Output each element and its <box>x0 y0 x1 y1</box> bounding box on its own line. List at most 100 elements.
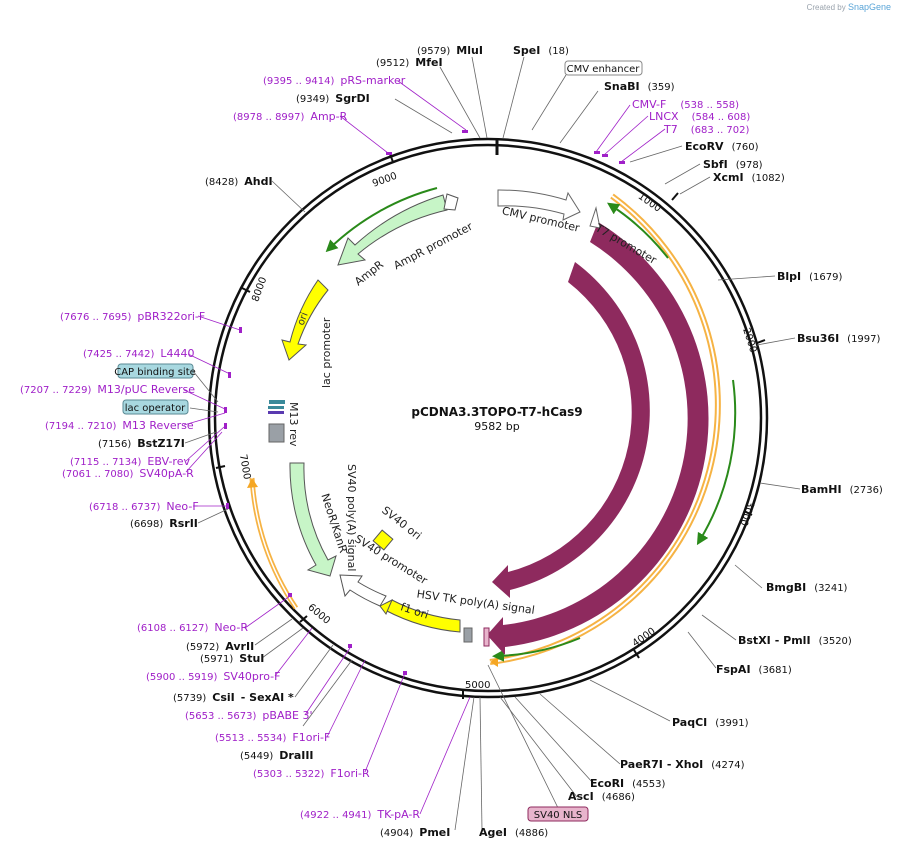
enzyme-mlui[interactable]: (9579)MluI <box>417 44 483 57</box>
enzyme-fspai[interactable]: FspAI(3681) <box>716 663 792 676</box>
enzyme-pmei[interactable]: (4904)PmeI <box>380 826 450 839</box>
sv40-polya-label: SV40 poly(A) signal <box>345 464 358 571</box>
ori-label: ori <box>296 311 311 327</box>
primer-m13-reverse[interactable]: (7194 .. 7210)M13 Reverse <box>45 419 194 432</box>
primer-f1ori-f[interactable]: (5513 .. 5534)F1ori-F <box>215 731 330 744</box>
primer-neo-f[interactable]: (6718 .. 6737)Neo-F <box>89 500 199 513</box>
ampr-promoter-arrow <box>443 193 459 211</box>
f1-ori-arrow <box>384 599 461 633</box>
primer-arrow-2 <box>696 379 737 546</box>
primer-amp-r[interactable]: (8978 .. 8997)Amp-R <box>233 110 348 123</box>
plasmid-name: pCDNA3.3TOPO-T7-hCas9 <box>411 405 582 419</box>
plasmid-length: 9582 bp <box>474 420 519 433</box>
sv40-promoter-arrow <box>339 574 387 607</box>
tick-label-4000: 4000 <box>631 626 658 650</box>
lac-promoter-label: lac promoter <box>320 317 333 388</box>
cas9-inner-arrow <box>492 262 650 598</box>
ampr-label: AmpR <box>352 258 386 289</box>
primer-labels: (9395 .. 9414)pRS-marker (8978 .. 8997)A… <box>20 74 750 821</box>
enzyme-blpi[interactable]: BlpI(1679) <box>777 270 842 283</box>
neor-kanr-arrow <box>289 462 337 577</box>
primer-sv40pro-f[interactable]: (5900 .. 5919)SV40pro-F <box>146 670 280 683</box>
enzyme-bamhi[interactable]: BamHI(2736) <box>801 483 883 496</box>
enzyme-avrii[interactable]: (5972)AvrII <box>186 640 254 653</box>
enzyme-ahdi[interactable]: (8428)AhdI <box>205 175 273 188</box>
primer-sv40pa-r[interactable]: (7061 .. 7080)SV40pA-R <box>62 467 194 480</box>
enzyme-paqci[interactable]: PaqCI(3991) <box>672 716 749 729</box>
tick-label-1000: 1000 <box>636 191 663 215</box>
primer-ebv-rev[interactable]: (7115 .. 7134)EBV-rev <box>70 455 190 468</box>
enzyme-sbfi[interactable]: SbfI(978) <box>703 158 763 171</box>
primer-pbr322ori-f[interactable]: (7676 .. 7695)pBR322ori-F <box>60 310 205 323</box>
backbone-inner <box>213 143 763 693</box>
cas9-outer-arrow <box>487 222 709 655</box>
cap-binding-site-box[interactable] <box>117 363 194 379</box>
sv40-polya-mark <box>268 423 285 443</box>
hsv-tk-polya-mark <box>463 627 473 643</box>
primer-m13-puc-reverse[interactable]: (7207 .. 7229)M13/pUC Reverse <box>20 383 195 396</box>
enzyme-spei[interactable]: SpeI(18) <box>513 44 569 57</box>
snapgene-watermark: Created by SnapGene <box>806 2 891 12</box>
boxed-features: CMV enhancer CAP binding site lac operat… <box>114 60 643 822</box>
cmv-promoter-arrow <box>497 189 581 221</box>
enzyme-bstxi[interactable]: BstXI- PmlI(3520) <box>738 634 852 647</box>
hsv-tk-polya-label: HSV TK poly(A) signal <box>416 587 536 616</box>
enzyme-mfei[interactable]: (9512)MfeI <box>376 56 443 69</box>
primer-arrow-4 <box>325 187 438 253</box>
t7-promoter-arrow <box>589 206 601 229</box>
tick-label-7000: 7000 <box>237 453 252 480</box>
primer-tk-pa-r[interactable]: (4922 .. 4941)TK-pA-R <box>300 808 420 821</box>
primer-prs-marker[interactable]: (9395 .. 9414)pRS-marker <box>263 74 406 87</box>
m13-rev-label: M13 rev <box>287 402 300 447</box>
enzyme-xcmi[interactable]: XcmI(1082) <box>713 171 785 184</box>
ampr-promoter-label: AmpR promoter <box>391 220 475 273</box>
cap-site-mark <box>269 400 285 404</box>
cas9-label-inner: Cas9 <box>656 441 676 471</box>
primer-marks <box>224 130 625 675</box>
enzyme-snabi[interactable]: SnaBI(359) <box>604 80 675 93</box>
leader-lines <box>184 56 801 831</box>
enzyme-paer7i[interactable]: PaeR7I- XhoI(4274) <box>620 758 745 771</box>
primer-pbabe-3[interactable]: (5653 .. 5673)pBABE 3' <box>185 709 313 722</box>
enzyme-draiii[interactable]: (5449)DraIII <box>240 749 314 762</box>
sv40-nls-box[interactable] <box>527 806 589 822</box>
primer-t7[interactable]: T7(683 .. 702) <box>663 123 750 136</box>
enzyme-bsu36i[interactable]: Bsu36I(1997) <box>797 332 881 345</box>
sv40-nls-label: SV40 NLS <box>534 810 583 821</box>
enzyme-bstz17i[interactable]: (7156)BstZ17I <box>98 437 185 450</box>
enzyme-stui[interactable]: (5971)StuI <box>200 652 264 665</box>
enzyme-sgrdi[interactable]: (9349)SgrDI <box>296 92 370 105</box>
enzyme-bmggbi[interactable]: BmgBI(3241) <box>766 581 848 594</box>
cmv-enhancer-label: CMV enhancer <box>567 64 641 75</box>
primer-cmv-f[interactable]: CMV-F(538 .. 558) <box>632 98 739 111</box>
enzyme-ecori[interactable]: EcoRI(4553) <box>590 777 666 790</box>
primer-arrow-3 <box>492 637 581 662</box>
primer-arrow-1 <box>607 202 669 259</box>
tick-label-3000: 3000 <box>737 500 755 528</box>
tick-label-9000: 9000 <box>371 171 399 190</box>
lac-operator-mark <box>268 411 284 414</box>
ori-arrow <box>281 279 329 361</box>
lac-operator-box[interactable] <box>122 399 189 415</box>
sv40-nls-mark <box>483 627 490 647</box>
tick-label-2000: 2000 <box>740 327 758 355</box>
primer-f1ori-r[interactable]: (5303 .. 5322)F1ori-R <box>253 767 370 780</box>
enzyme-asci[interactable]: AscI(4686) <box>568 790 635 803</box>
cap-binding-site-label: CAP binding site <box>114 367 196 378</box>
enzyme-labels: (9579)MluI SpeI(18) (9512)MfeI SnaBI(359… <box>98 44 883 839</box>
enzyme-csii[interactable]: (5739)CsiI- SexAI * <box>173 691 294 704</box>
enzyme-agei[interactable]: AgeI(4886) <box>479 826 548 839</box>
primer-l4440[interactable]: (7425 .. 7442)L4440 <box>83 347 195 360</box>
enzyme-rsrii[interactable]: (6698)RsrII <box>130 517 198 530</box>
enzyme-ecorv[interactable]: EcoRV(760) <box>685 140 759 153</box>
primer-neo-r[interactable]: (6108 .. 6127)Neo-R <box>137 621 248 634</box>
cmv-enhancer-box[interactable] <box>564 60 643 76</box>
tick-label-5000: 5000 <box>465 680 490 691</box>
sv40-ori-box <box>372 529 394 551</box>
primer-lncx[interactable]: LNCX(584 .. 608) <box>649 110 750 123</box>
lac-operator-label: lac operator <box>125 403 186 414</box>
cas9-label-outer: Cas9 <box>710 452 728 481</box>
primer-leaders <box>183 80 666 815</box>
ampr-arrow <box>337 194 448 266</box>
